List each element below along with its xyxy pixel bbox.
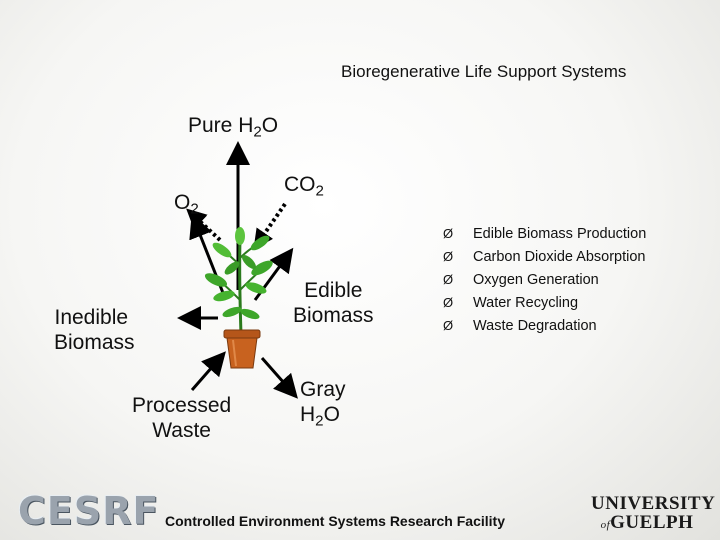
- edible-biomass-label: Edible Biomass: [293, 279, 374, 328]
- footer-text: Controlled Environment Systems Research …: [165, 513, 505, 529]
- carbon-dioxide-label: CO2: [284, 173, 324, 200]
- arrow-co2-dotted: [253, 202, 287, 250]
- slide-title: Bioregenerative Life Support Systems: [341, 62, 627, 81]
- gray-water-label: Gray H2O: [300, 378, 346, 430]
- cesrf-logo: CESRF: [18, 489, 160, 533]
- arrow-to-gray-water: [260, 357, 298, 399]
- pure-water-label: Pure H2O: [188, 114, 279, 141]
- arrow-bullet-icon: Ø: [443, 272, 454, 287]
- oxygen-label: O2: [174, 191, 199, 218]
- plant-icon: [204, 227, 273, 336]
- processed-waste-label: Processed Waste: [132, 394, 232, 443]
- arrow-bullet-icon: Ø: [443, 295, 454, 310]
- arrow-bullet-icon: Ø: [443, 226, 454, 241]
- arrow-from-processed: [190, 351, 226, 391]
- pot-icon: [223, 329, 261, 369]
- arrow-bullet-icon: Ø: [443, 249, 454, 264]
- university-of-guelph-logo: UNIVERSITY ofGUELPH: [591, 493, 716, 533]
- inedible-biomass-label: Inedible Biomass: [54, 306, 135, 355]
- arrow-bullet-icon: Ø: [443, 318, 454, 333]
